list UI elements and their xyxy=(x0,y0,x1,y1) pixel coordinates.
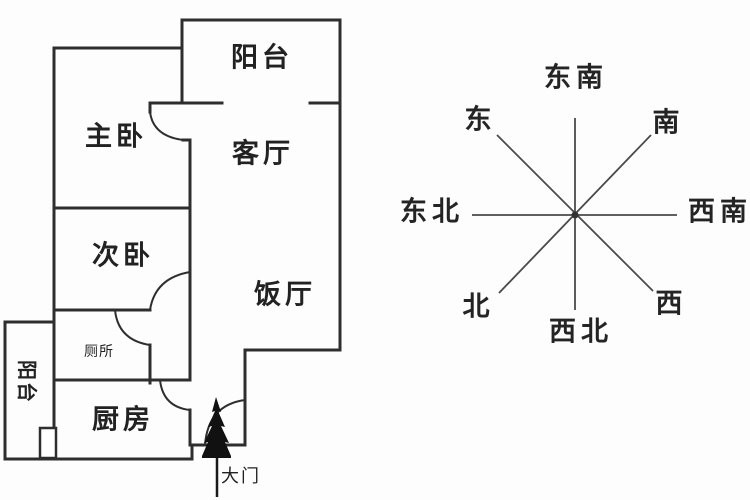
room-label-dining-room: 饭厅 xyxy=(254,279,316,311)
room-label-kitchen: 厨房 xyxy=(92,404,154,436)
entrance-marker xyxy=(202,397,231,497)
compass-label-upper-left: 东 xyxy=(464,104,492,136)
room-label-second-bedroom: 次卧 xyxy=(92,240,154,272)
room-label-master-bedroom: 主卧 xyxy=(85,121,147,153)
room-label-living-room: 客厅 xyxy=(232,138,294,170)
wall-balcony-top-and-right xyxy=(180,18,342,352)
entrance-label: 大门 xyxy=(221,466,261,487)
entrance-arrow-icon xyxy=(202,397,231,458)
compass-label-lower-right: 西 xyxy=(655,288,683,320)
door-arc-master-bedroom xyxy=(148,110,185,142)
door-arc-second-bedroom xyxy=(148,270,192,312)
compass-label-bottom: 西北 xyxy=(549,316,613,348)
compass-label-lower-left: 北 xyxy=(462,291,490,323)
compass-label-left: 东北 xyxy=(400,196,464,228)
room-label-bathroom: 厕所 xyxy=(84,344,114,360)
door-arc-bathroom xyxy=(113,308,152,347)
room-label-balcony-side: 阳台 xyxy=(15,360,39,404)
door-arc-kitchen xyxy=(158,378,192,412)
compass-label-upper-right: 南 xyxy=(652,107,680,139)
window-side-balcony xyxy=(38,426,58,460)
room-label-balcony-top: 阳台 xyxy=(231,42,293,74)
floorplan-walls xyxy=(3,18,342,461)
compass-label-top: 东南 xyxy=(544,62,608,94)
compass-center-dot xyxy=(571,211,579,219)
compass-label-right: 西南 xyxy=(688,196,750,228)
